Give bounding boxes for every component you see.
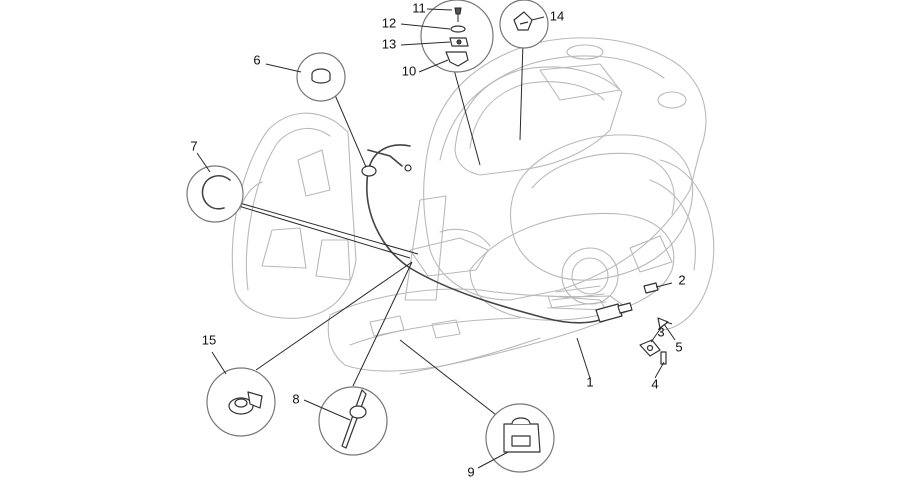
callout-number-10: 10	[402, 63, 416, 78]
callout-bubble-9	[485, 403, 555, 473]
callout-bubble-7	[186, 165, 244, 223]
fixing-bolt	[660, 351, 667, 365]
callout-number-11: 11	[412, 0, 426, 15]
callout-number-15: 15	[202, 332, 216, 347]
label-layer	[196, 8, 676, 469]
callout-number-12: 12	[382, 15, 396, 30]
callout-number-9: 9	[467, 464, 474, 479]
callout-numbers: 1 2 3 4 5 6 7 8 9 10 11 12 13 14 15	[190, 0, 685, 479]
callout-number-6: 6	[253, 52, 260, 67]
callout-bubble-14	[499, 0, 549, 49]
callout-bubble-6	[296, 52, 346, 102]
callout-number-3: 3	[657, 324, 664, 339]
callout-bubble-15	[206, 367, 276, 437]
callout-number-13: 13	[382, 36, 396, 51]
callout-leaders	[221, 41, 524, 419]
callout-number-8: 8	[292, 391, 299, 406]
callout-number-7: 7	[190, 138, 197, 153]
callout-number-1: 1	[586, 374, 593, 389]
callout-number-14: 14	[550, 8, 564, 23]
callout-bubble-8	[318, 386, 388, 456]
cable-clamp	[639, 339, 661, 357]
throttle-cable	[366, 144, 633, 324]
callout-number-2: 2	[678, 272, 685, 287]
callout-number-4: 4	[651, 376, 658, 391]
cable-ferrule	[643, 282, 659, 294]
cable-clip	[361, 165, 377, 177]
clamp-screw	[657, 317, 673, 329]
callout-number-5: 5	[675, 339, 682, 354]
callout-bubble-upper-fasteners	[420, 0, 494, 73]
